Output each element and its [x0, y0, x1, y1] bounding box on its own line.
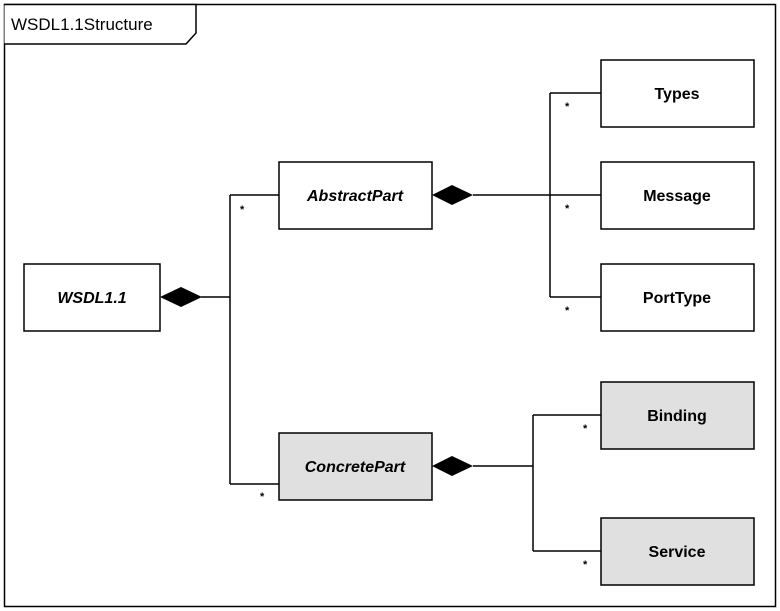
connectors [201, 92, 601, 552]
frame-title-tab-border [4, 3, 197, 45]
class-abstract-part[interactable]: AbstractPart [278, 161, 433, 230]
class-service-box [600, 517, 755, 586]
class-abstract-part-box [278, 161, 433, 230]
class-wsdl-box [23, 263, 161, 332]
multiplicity-labels: * * * * * * * [240, 101, 588, 571]
class-wsdl[interactable]: WSDL1.1 [23, 263, 161, 332]
class-porttype-box [600, 263, 755, 332]
composition-diamond-wsdl [160, 287, 202, 307]
class-concrete-part[interactable]: ConcretePart [278, 432, 433, 501]
multiplicity-abstract-part: * [240, 204, 245, 216]
composition-diamond-abstract-part [432, 185, 473, 205]
multiplicity-message: * [565, 203, 570, 215]
class-service-label: Service [649, 544, 706, 561]
multiplicity-concrete-part: * [260, 491, 265, 503]
class-porttype[interactable]: PortType [600, 263, 755, 332]
frame-title-tab: WSDL1.1Structure [4, 3, 197, 45]
class-types-box [600, 59, 755, 128]
class-binding-label: Binding [647, 408, 707, 425]
class-binding-box [600, 381, 755, 450]
class-message-label: Message [643, 188, 711, 205]
multiplicity-binding: * [583, 423, 588, 435]
class-concrete-part-box [278, 432, 433, 501]
class-concrete-part-label: ConcretePart [305, 459, 406, 476]
class-binding[interactable]: Binding [600, 381, 755, 450]
class-message[interactable]: Message [600, 161, 755, 230]
frame-title: WSDL1.1Structure [11, 15, 153, 34]
class-service[interactable]: Service [600, 517, 755, 586]
multiplicity-service: * [583, 559, 588, 571]
composition-diamond-concrete-part [432, 456, 473, 476]
class-message-box [600, 161, 755, 230]
class-types-label: Types [654, 86, 699, 103]
multiplicity-types: * [565, 101, 570, 113]
class-wsdl-label: WSDL1.1 [57, 290, 126, 307]
class-porttype-label: PortType [643, 290, 711, 307]
class-types[interactable]: Types [600, 59, 755, 128]
multiplicity-porttype: * [565, 305, 570, 317]
class-abstract-part-label: AbstractPart [306, 188, 404, 205]
